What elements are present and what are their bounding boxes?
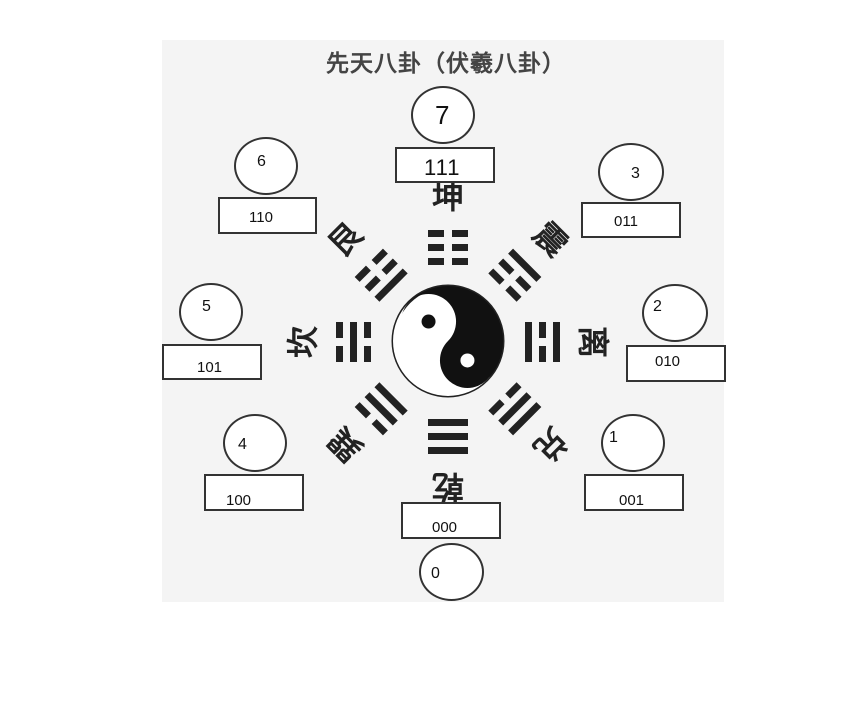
number-label: 3 [631, 165, 640, 182]
number-label: 4 [238, 436, 247, 453]
yang-line [553, 322, 560, 362]
diagram-title: 先天八卦（伏羲八卦） [326, 51, 566, 77]
yin-line [428, 244, 468, 251]
yang-line [428, 433, 468, 440]
binary-label: 011 [614, 213, 638, 230]
binary-box-dui: 110 [218, 197, 317, 234]
binary-box-xun: 011 [581, 202, 681, 238]
number-circle-kun: 0 [419, 543, 484, 601]
binary-label: 110 [249, 209, 273, 226]
yin-line [428, 230, 468, 237]
binary-box-qian: 111 [395, 147, 495, 183]
binary-label: 100 [226, 492, 252, 509]
trigram-symbol [428, 230, 468, 265]
number-circle-dui: 6 [234, 137, 298, 195]
trigram-symbol [525, 322, 560, 362]
yin-line [539, 322, 546, 362]
yin-line [364, 322, 371, 362]
yang-line [428, 447, 468, 454]
binary-box-gen: 001 [584, 474, 684, 511]
number-circle-gen: 1 [601, 414, 665, 472]
trigram-symbol [428, 419, 468, 454]
binary-label: 101 [197, 359, 223, 376]
yang-line [428, 419, 468, 426]
number-circle-zhen: 4 [223, 414, 287, 472]
binary-box-li: 101 [162, 344, 262, 380]
yin-yang-icon [391, 284, 505, 398]
trigram-symbol [336, 322, 371, 362]
number-label: 7 [435, 100, 450, 130]
binary-label: 111 [424, 155, 461, 180]
yang-line [525, 322, 532, 362]
number-circle-kan: 2 [642, 284, 708, 342]
yang-line [350, 322, 357, 362]
yin-line [336, 322, 343, 362]
number-circle-li: 5 [179, 283, 243, 341]
binary-box-zhen: 100 [204, 474, 304, 511]
binary-label: 010 [655, 353, 681, 370]
binary-box-kan: 010 [626, 345, 726, 382]
number-label: 6 [257, 153, 266, 170]
binary-label: 001 [619, 492, 645, 509]
trigram-name-li: 离 [574, 325, 612, 358]
number-label: 0 [431, 565, 440, 582]
binary-label: 000 [432, 519, 458, 536]
yin-line [428, 258, 468, 265]
number-circle-qian: 7 [411, 86, 475, 144]
binary-box-kun: 000 [401, 502, 501, 539]
number-label: 5 [202, 298, 211, 315]
trigram-name-kan: 坎 [284, 326, 322, 359]
trigram-name-kun: 坤 [431, 178, 464, 216]
trigram-name-qian: 乾 [432, 468, 465, 506]
number-label: 2 [653, 298, 662, 315]
number-circle-xun: 3 [598, 143, 664, 201]
number-label: 1 [609, 429, 618, 446]
